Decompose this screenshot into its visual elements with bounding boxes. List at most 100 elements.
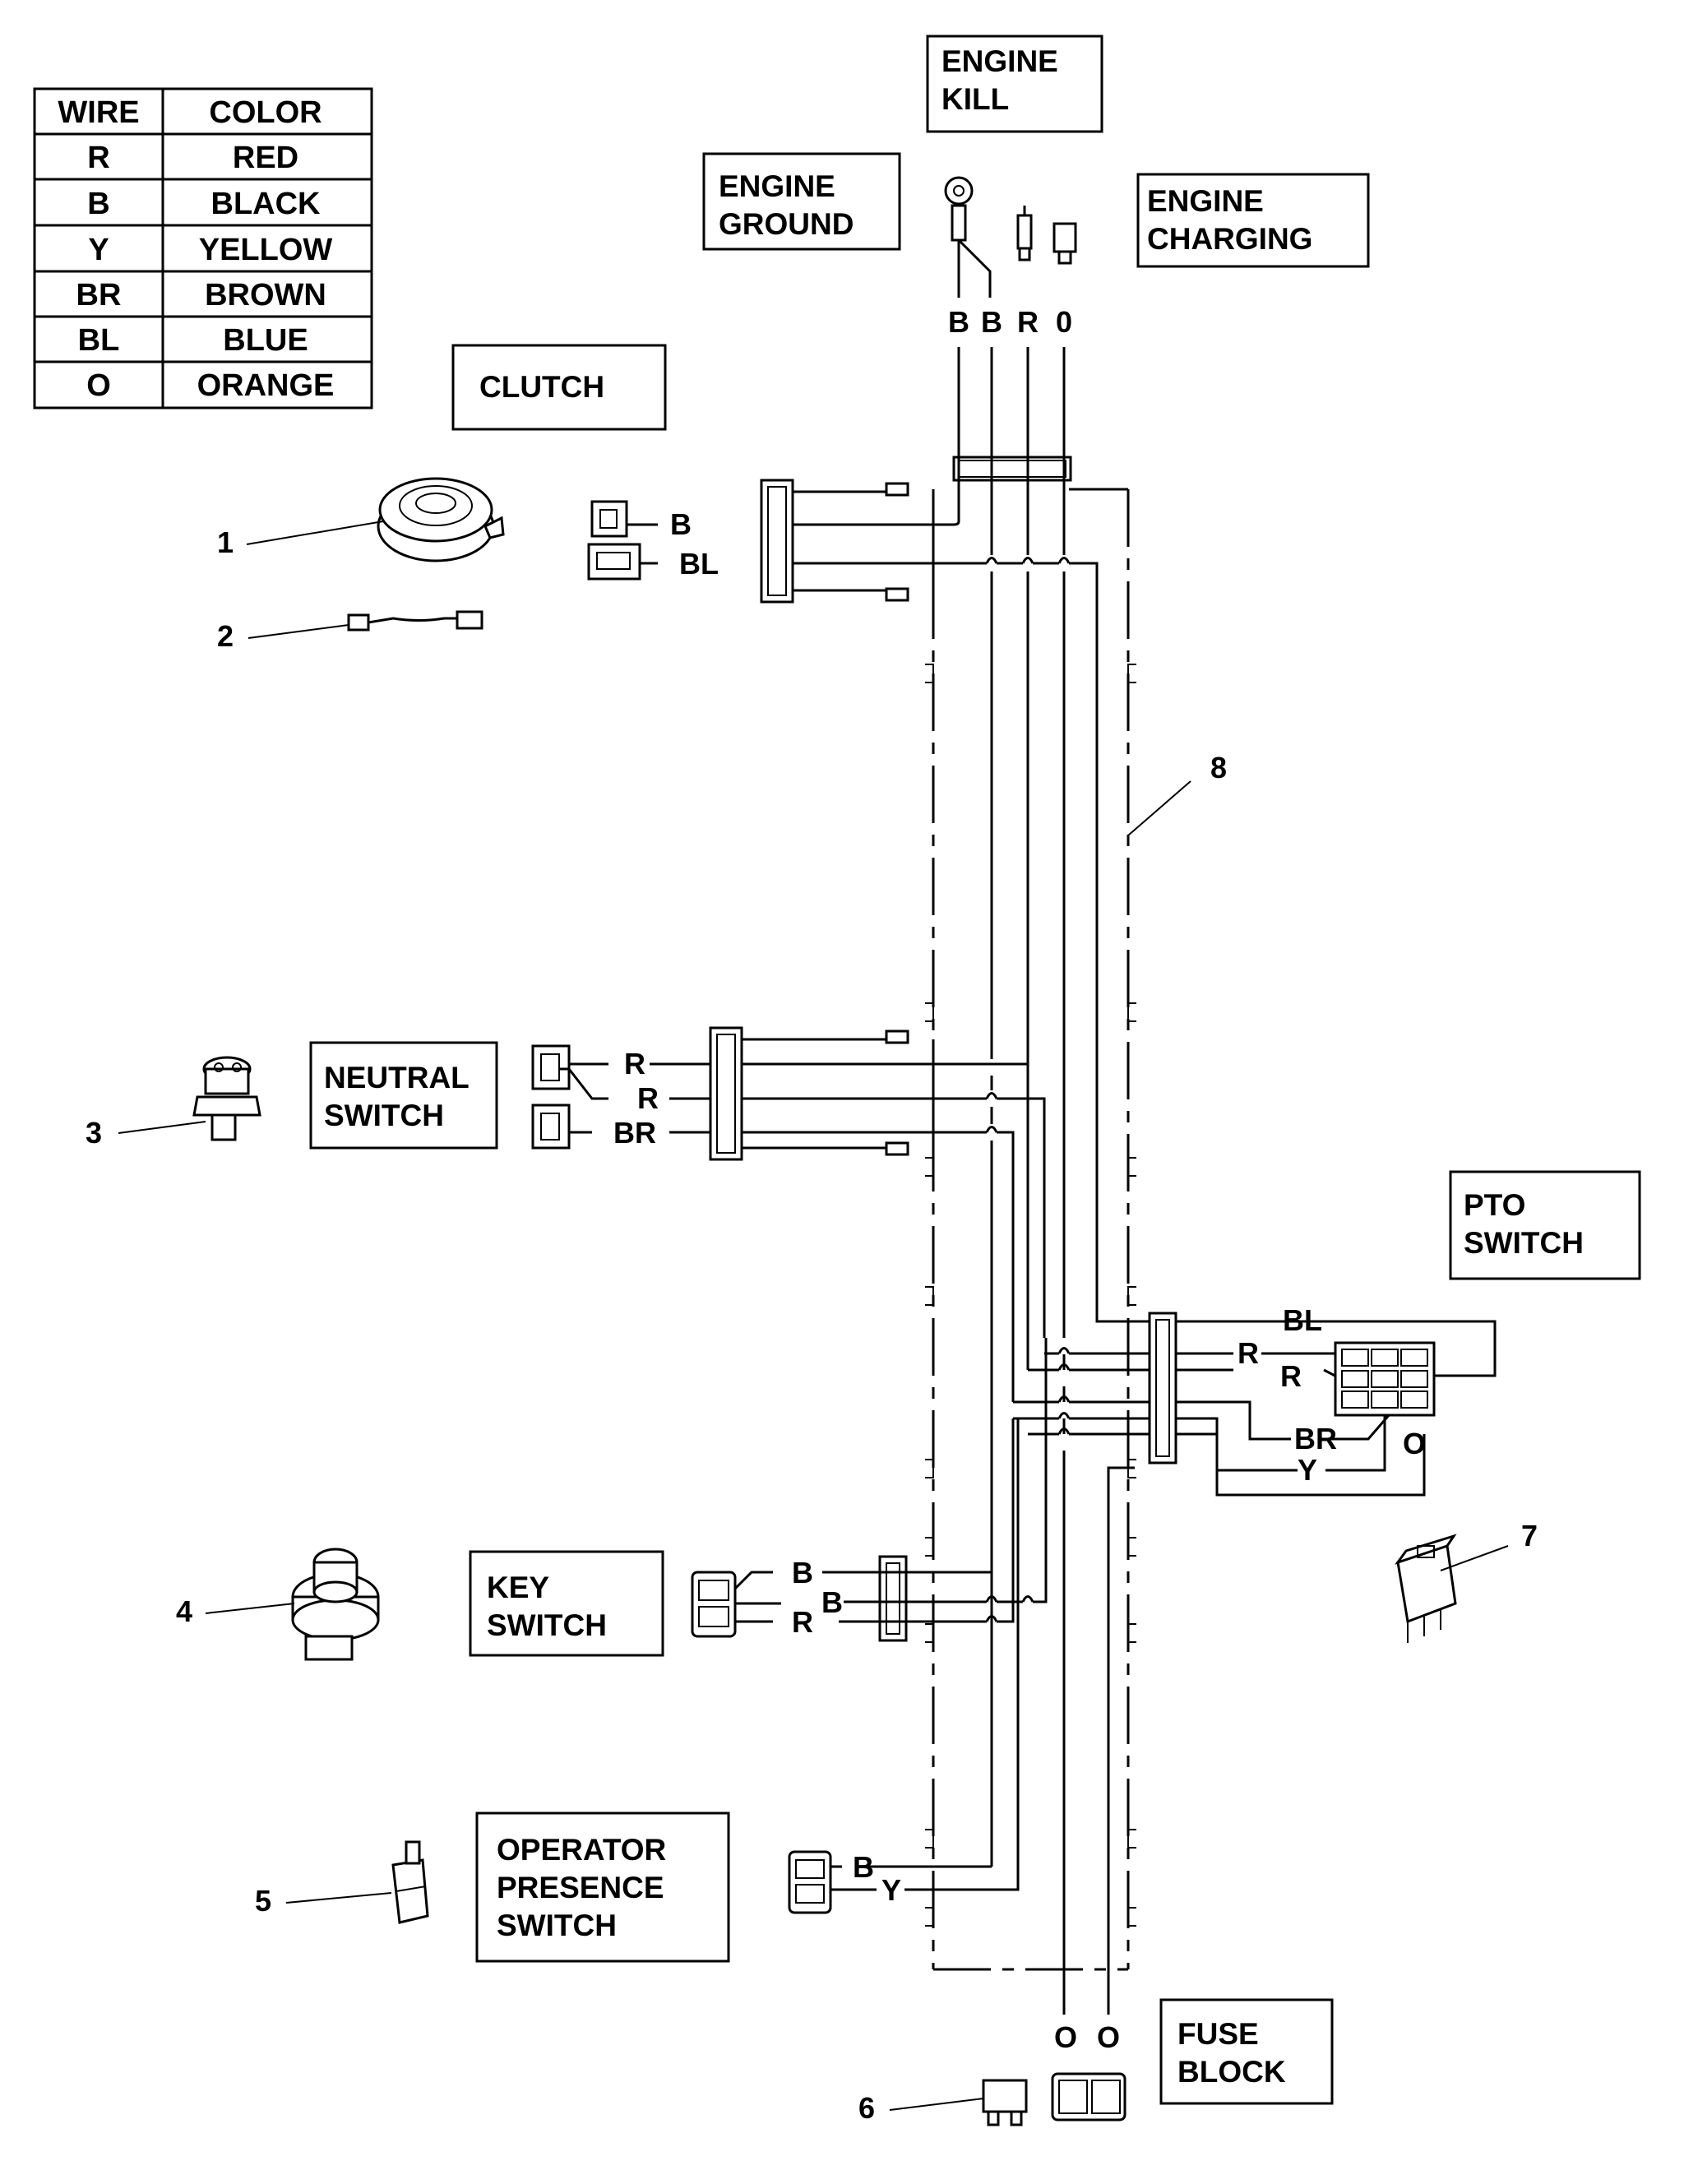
svg-text:BL: BL <box>1283 1303 1322 1337</box>
legend-color: BROWN <box>205 278 326 312</box>
pto-connector <box>1334 1341 1436 1417</box>
legend-code: BL <box>78 323 120 358</box>
fuse-holder <box>1051 2072 1127 2122</box>
callout-4: 4 <box>176 1594 192 1628</box>
fuse-jumper-icon <box>347 610 483 632</box>
svg-text:PRESENCE: PRESENCE <box>497 1871 664 1904</box>
spade-terminal-icon <box>1016 214 1033 250</box>
callout-6: 6 <box>858 2091 875 2125</box>
svg-text:R: R <box>624 1047 645 1080</box>
key-switch-label: KEY SWITCH <box>469 1550 664 1657</box>
neutral-switch-wiring <box>650 1062 1046 1402</box>
clutch-icon <box>377 477 505 562</box>
svg-text:O: O <box>1403 1427 1426 1460</box>
legend-color: BLACK <box>211 187 322 221</box>
svg-text:FUSE: FUSE <box>1177 2017 1259 2051</box>
callout-3: 3 <box>86 1116 102 1150</box>
legend-code: BR <box>76 278 122 312</box>
svg-text:BL: BL <box>679 547 719 581</box>
svg-text:B: B <box>853 1850 874 1884</box>
neutral-connector: R R BR <box>531 1026 935 1161</box>
trunk-wires <box>784 347 1293 2015</box>
svg-text:B: B <box>670 507 692 541</box>
callout-2: 2 <box>217 619 234 653</box>
svg-text:SWITCH: SWITCH <box>1464 1226 1584 1260</box>
svg-text:SWITCH: SWITCH <box>487 1608 607 1642</box>
svg-text:BR: BR <box>1294 1422 1337 1455</box>
svg-text:R: R <box>637 1081 659 1115</box>
svg-text:R: R <box>1238 1336 1259 1370</box>
legend-code: B <box>87 187 109 221</box>
svg-text:B: B <box>792 1556 813 1589</box>
ring-terminal-icon <box>944 176 974 206</box>
bullet-terminal-icon <box>1052 222 1077 253</box>
svg-text:GROUND: GROUND <box>719 207 854 241</box>
legend-header-color: COLOR <box>209 95 322 130</box>
svg-text:ENGINE: ENGINE <box>719 169 835 203</box>
wire-color-legend: WIRE COLOR R RED B BLACK Y YELLOW BR BRO… <box>33 87 373 410</box>
svg-text:Y: Y <box>881 1873 901 1907</box>
key-connector: B B R <box>691 1338 1048 1642</box>
svg-text:KILL: KILL <box>941 82 1009 116</box>
clutch-connector: B BL <box>587 479 935 604</box>
neutral-plug <box>531 1044 571 1090</box>
svg-text:KEY: KEY <box>487 1571 549 1604</box>
fuse-block-label: FUSE BLOCK <box>1159 1998 1334 2105</box>
pto-switch-label: PTO SWITCH <box>1449 1170 1641 1280</box>
key-switch-icon <box>291 1548 380 1661</box>
callout-8: 8 <box>1210 751 1227 784</box>
svg-text:R: R <box>792 1605 813 1639</box>
legend-header-wire: WIRE <box>58 95 139 130</box>
operator-presence-switch-icon <box>391 1840 429 1924</box>
clutch-sleeve <box>760 479 794 604</box>
pto-switch-icon <box>1395 1534 1457 1643</box>
svg-text:OPERATOR: OPERATOR <box>497 1833 666 1867</box>
svg-text:B: B <box>948 305 969 339</box>
operator-presence-switch-label: OPERATOR PRESENCE SWITCH <box>475 1812 730 1963</box>
svg-text:ENGINE: ENGINE <box>941 44 1058 78</box>
legend-color: YELLOW <box>199 233 333 267</box>
svg-text:SWITCH: SWITCH <box>497 1909 617 1942</box>
operator-connector: B Y <box>788 1418 1020 1914</box>
clutch-plug <box>590 500 628 538</box>
svg-text:O: O <box>1054 2020 1077 2054</box>
neutral-switch-icon <box>192 1056 261 1141</box>
fuse-block-connector: O O <box>1051 1466 1135 2122</box>
engine-kill-label: ENGINE KILL <box>926 35 1103 133</box>
callout-7: 7 <box>1521 1519 1538 1552</box>
svg-text:O: O <box>1097 2020 1120 2054</box>
engine-charging-label: ENGINE CHARGING <box>1136 173 1370 268</box>
svg-text:SWITCH: SWITCH <box>324 1099 444 1132</box>
svg-text:Y: Y <box>1298 1453 1317 1487</box>
svg-text:CLUTCH: CLUTCH <box>479 370 604 404</box>
svg-text:R: R <box>1017 305 1039 339</box>
pto-sleeve <box>1148 1312 1177 1464</box>
callouts: 1 2 3 4 5 6 7 8 <box>86 521 1538 2125</box>
svg-text:BR: BR <box>613 1116 656 1150</box>
svg-text:B: B <box>981 305 1002 339</box>
svg-text:PTO: PTO <box>1464 1188 1525 1222</box>
legend-color: BLUE <box>223 323 308 358</box>
svg-text:ENGINE: ENGINE <box>1147 184 1264 218</box>
callout-5: 5 <box>255 1884 271 1918</box>
callout-1: 1 <box>217 525 234 559</box>
key-sleeve <box>878 1555 908 1642</box>
fuse-icon <box>982 2079 1028 2126</box>
legend-code: Y <box>88 233 109 267</box>
clutch-label: CLUTCH <box>451 344 667 431</box>
legend-color: ORANGE <box>197 368 335 403</box>
neutral-switch-label: NEUTRAL SWITCH <box>309 1041 498 1150</box>
svg-text:NEUTRAL: NEUTRAL <box>324 1061 470 1094</box>
neutral-sleeve <box>709 1026 743 1161</box>
engine-ground-label: ENGINE GROUND <box>702 152 901 251</box>
operator-plug <box>788 1850 832 1914</box>
svg-text:CHARGING: CHARGING <box>1147 222 1312 256</box>
svg-text:R: R <box>1280 1359 1302 1393</box>
svg-text:B: B <box>821 1585 843 1619</box>
pto-switch-wiring: BL R R BR Y O <box>1013 1303 1497 1497</box>
svg-text:0: 0 <box>1056 305 1072 339</box>
legend-code: O <box>86 368 111 403</box>
svg-text:BLOCK: BLOCK <box>1177 2055 1286 2089</box>
harness-outline <box>925 488 1136 1971</box>
